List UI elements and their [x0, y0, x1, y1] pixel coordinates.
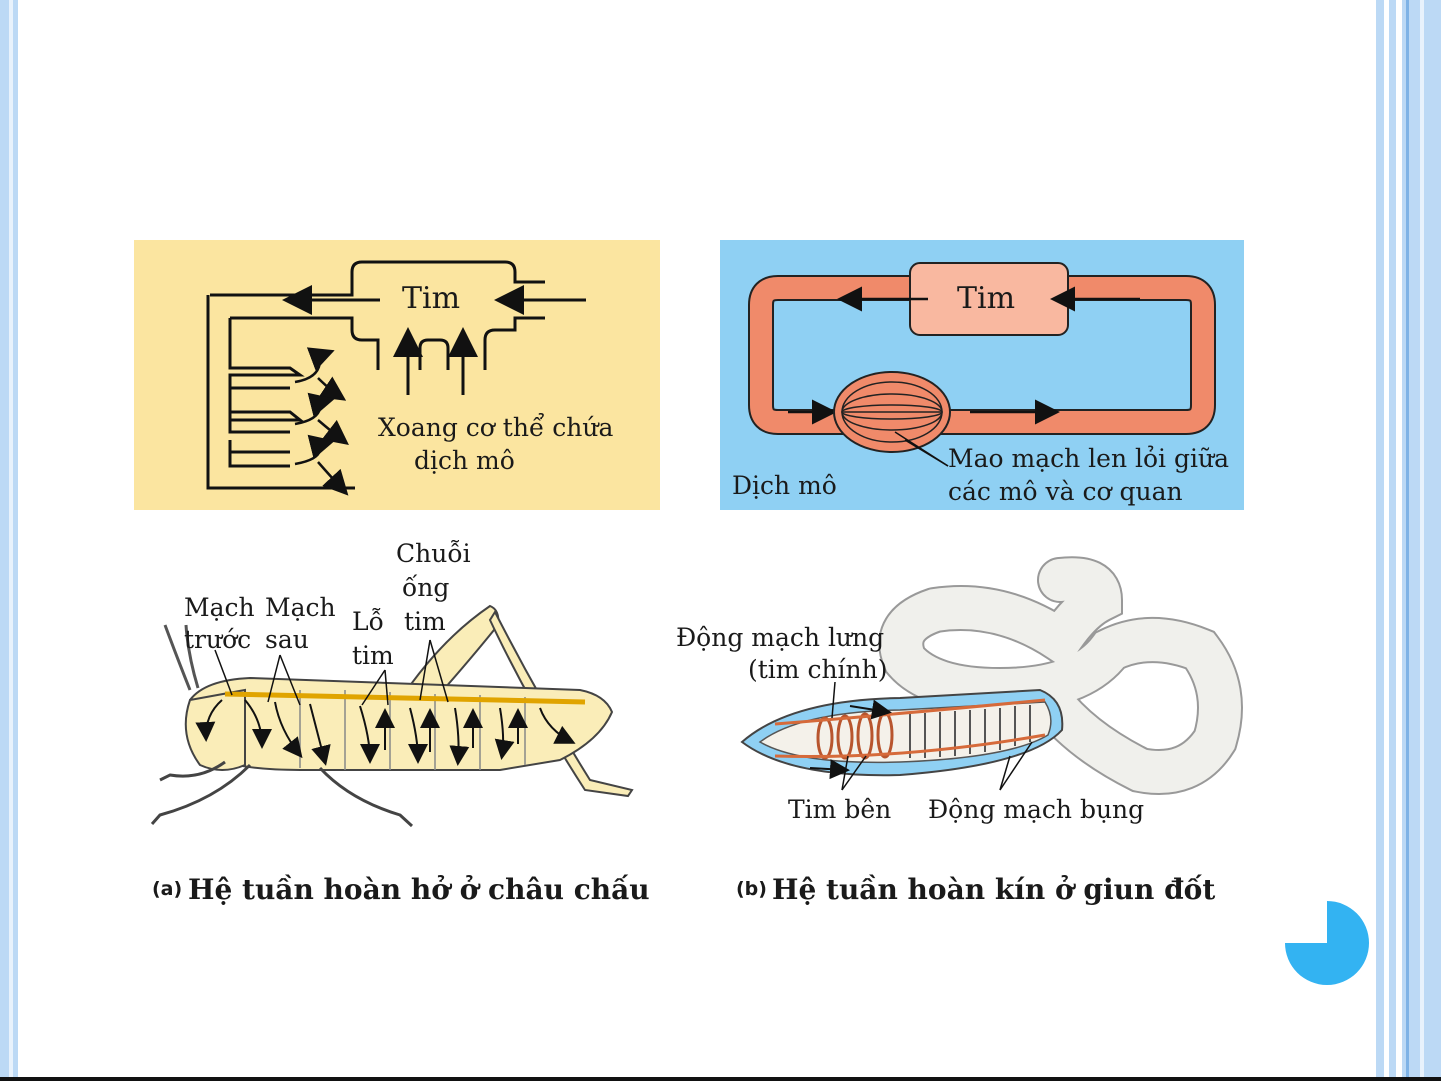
dorsal-vessel-label-2: (tim chính): [748, 655, 888, 684]
corner-decoration: [1284, 900, 1372, 988]
capillary-label-2: các mô và cơ quan: [948, 477, 1183, 506]
grasshopper-illustration: Mạch trước Mạch sau Lỗ tim Chuỗi ống tim: [152, 539, 632, 826]
closed-system-diagram: Tim Dịch mô Mao mạch len lỏi giữa các mô…: [720, 240, 1244, 510]
anterior-vessel-label-1: Mạch: [184, 593, 255, 622]
posterior-vessel-label-1: Mạch: [265, 593, 336, 622]
heart-chain-label-3: tim: [404, 607, 446, 636]
capillary-label-1: Mao mạch len lỏi giữa: [948, 444, 1229, 473]
ventral-vessel-label: Động mạch bụng: [928, 795, 1144, 824]
caption-a-prefix: (a): [152, 878, 182, 900]
panel-a-heart-label: Tim: [402, 281, 460, 316]
panel-b-heart-label: Tim: [957, 281, 1015, 316]
panel-a-sinus-label-2: dịch mô: [414, 446, 515, 475]
anterior-vessel-label-2: trước: [184, 625, 251, 654]
ostia-label-2: tim: [352, 641, 394, 670]
caption-b: Hệ tuần hoàn kín ở giun đốt: [772, 873, 1215, 906]
caption-a: Hệ tuần hoàn hở ở châu chấu: [188, 873, 650, 906]
caption-b-prefix: (b): [736, 878, 767, 900]
panel-a-sinus-label-1: Xoang cơ thể chứa: [378, 413, 613, 442]
ostia-label-1: Lỗ: [352, 607, 384, 636]
heart-chain-label-1: Chuỗi: [396, 539, 471, 568]
panel-a-background: [134, 240, 660, 510]
tissue-fluid-label: Dịch mô: [732, 471, 837, 500]
heart-chain-label-2: ống: [402, 573, 449, 602]
posterior-vessel-label-2: sau: [265, 625, 309, 654]
lateral-hearts-label: Tim bên: [788, 795, 891, 824]
earthworm-illustration: Động mạch lưng (tim chính) Tim bên Động …: [676, 579, 1220, 824]
dorsal-vessel-label-1: Động mạch lưng: [676, 623, 884, 652]
open-system-diagram: Tim Xoang cơ thể chứa dịch mô: [134, 240, 660, 510]
